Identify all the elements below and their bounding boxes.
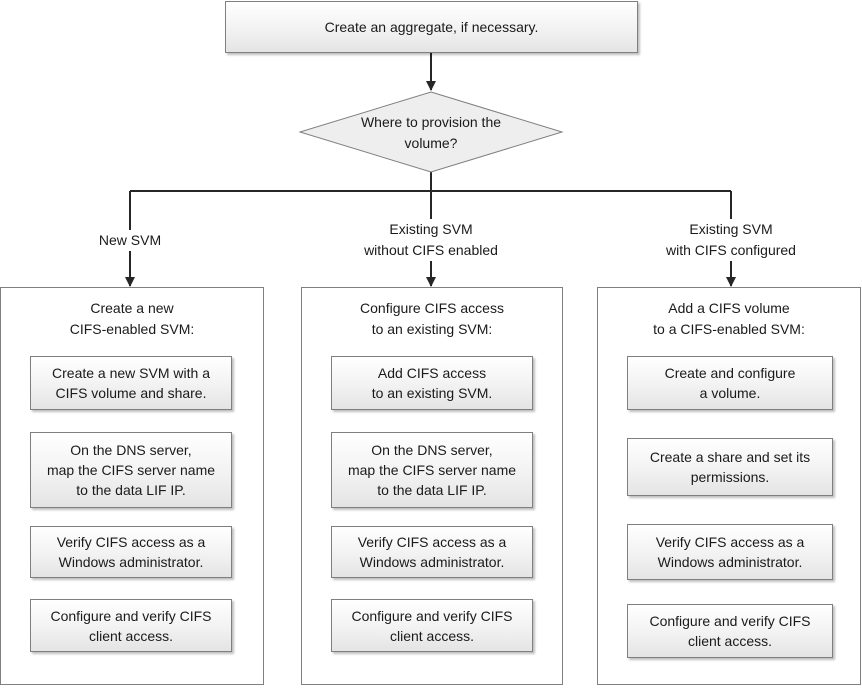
- step-box: Add CIFS access to an existing SVM.: [331, 356, 533, 410]
- step-text: On the DNS server, map the CIFS server n…: [46, 442, 216, 498]
- top-step-box: Create an aggregate, if necessary.: [225, 1, 638, 53]
- step-box: Verify CIFS access as a Windows administ…: [331, 526, 533, 578]
- decision-diamond: [298, 91, 564, 173]
- decision-text: Where to provision the volume?: [360, 114, 502, 151]
- branch-label-new-svm: New SVM: [70, 230, 190, 251]
- step-text: Verify CIFS access as a Windows administ…: [357, 534, 507, 570]
- panel-title: Configure CIFS access to an existing SVM…: [360, 300, 504, 337]
- step-text: Configure and verify CIFS client access.: [649, 613, 811, 649]
- step-text: Verify CIFS access as a Windows administ…: [655, 534, 805, 570]
- step-text: Create and configure a volume.: [664, 365, 796, 401]
- panel-title: Add a CIFS volume to a CIFS-enabled SVM:: [653, 300, 805, 337]
- top-step-text: Create an aggregate, if necessary.: [324, 19, 539, 35]
- step-box: Create and configure a volume.: [627, 356, 833, 410]
- step-box: Create a new SVM with a CIFS volume and …: [30, 356, 232, 410]
- step-text: Verify CIFS access as a Windows administ…: [56, 534, 206, 570]
- step-text: Add CIFS access to an existing SVM.: [371, 365, 493, 401]
- branch-label-existing-cifs: Existing SVM with CIFS configured: [646, 219, 816, 261]
- step-box: Configure and verify CIFS client access.: [331, 599, 533, 652]
- step-text: Create a new SVM with a CIFS volume and …: [52, 365, 210, 401]
- step-box: Verify CIFS access as a Windows administ…: [627, 524, 833, 580]
- branch-label-existing-no-cifs: Existing SVM without CIFS enabled: [346, 219, 516, 261]
- step-box: Configure and verify CIFS client access.: [30, 599, 232, 652]
- step-box: On the DNS server, map the CIFS server n…: [30, 432, 232, 508]
- step-text: Configure and verify CIFS client access.: [50, 607, 212, 644]
- step-box: On the DNS server, map the CIFS server n…: [331, 432, 533, 508]
- step-box: Create a share and set its permissions.: [627, 438, 833, 496]
- panel-title: Create a new CIFS-enabled SVM:: [69, 300, 195, 337]
- step-text: Create a share and set its permissions.: [649, 449, 811, 485]
- step-text: On the DNS server, map the CIFS server n…: [347, 442, 517, 498]
- step-box: Configure and verify CIFS client access.: [627, 604, 833, 658]
- step-box: Verify CIFS access as a Windows administ…: [30, 526, 232, 578]
- step-text: Configure and verify CIFS client access.: [351, 607, 513, 644]
